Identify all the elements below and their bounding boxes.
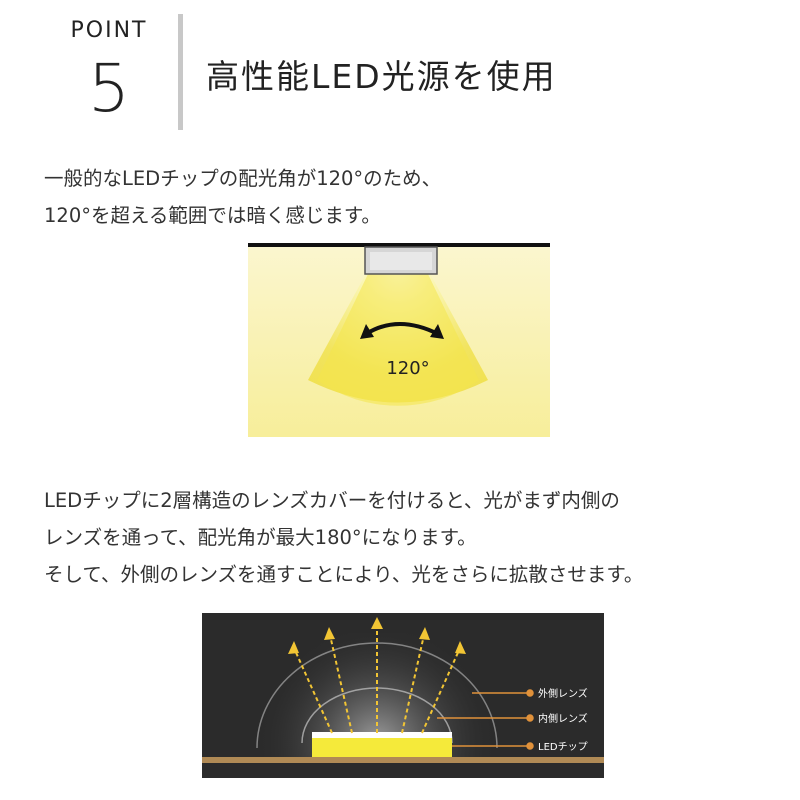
- paragraph-2-line-2: レンズを通って、配光角が最大180°になります。: [44, 526, 477, 549]
- beam-cone: [317, 272, 479, 406]
- point-label: POINT: [70, 18, 148, 43]
- light-ray-1: [293, 647, 333, 734]
- outer-lens: [256, 642, 498, 749]
- paragraph-1-line-1: 一般的なLEDチップの配光角が120°のため、: [44, 167, 442, 190]
- angle-label: 120°: [386, 358, 429, 379]
- ceiling-line: [248, 243, 550, 247]
- paragraph-2: LEDチップに2層構造のレンズカバーを付けると、光がまず内側の レンズを通って、…: [44, 482, 643, 593]
- led-chip-top: [312, 732, 452, 738]
- arrow-head-left-icon: [360, 324, 374, 339]
- paragraph-2-line-1: LEDチップに2層構造のレンズカバーを付けると、光がまず内側の: [44, 489, 620, 512]
- paragraph-1: 一般的なLEDチップの配光角が120°のため、 120°を超える範囲では暗く感じ…: [44, 160, 441, 234]
- inner-lens-label: 内側レンズ: [538, 712, 588, 725]
- ray-arrow-4-icon: [419, 627, 430, 640]
- inner-lens-dot: [526, 714, 534, 722]
- ray-arrow-1-icon: [288, 641, 299, 654]
- ray-arrow-3-icon: [371, 617, 383, 629]
- angle-arrow-icon: [364, 322, 439, 336]
- led-chip-label: LEDチップ: [538, 741, 588, 753]
- beam-angle-diagram: 120°: [248, 243, 550, 437]
- paragraph-1-line-2: 120°を超える範囲では暗く感じます。: [44, 204, 381, 227]
- paragraph-2-line-3: そして、外側のレンズを通すことにより、光をさらに拡散させます。: [44, 563, 644, 586]
- outer-lens-label: 外側レンズ: [538, 687, 588, 700]
- led-chip: [312, 735, 452, 757]
- dual-lens-diagram: 外側レンズ 内側レンズ LEDチップ: [202, 613, 604, 778]
- led-chip-dot: [526, 742, 534, 750]
- point-number: 5: [88, 50, 130, 127]
- arrow-head-right-icon: [430, 324, 444, 339]
- ray-arrow-2-icon: [324, 627, 335, 640]
- base-plate: [202, 757, 604, 763]
- light-ray-4: [401, 634, 425, 734]
- fixture-lens: [370, 252, 432, 270]
- outer-lens-dot: [526, 689, 534, 697]
- light-ray-5: [421, 647, 461, 734]
- ray-arrow-5-icon: [455, 641, 466, 654]
- light-ray-2: [329, 634, 353, 734]
- divider: [178, 14, 183, 130]
- page-title: 高性能LED光源を使用: [206, 57, 557, 96]
